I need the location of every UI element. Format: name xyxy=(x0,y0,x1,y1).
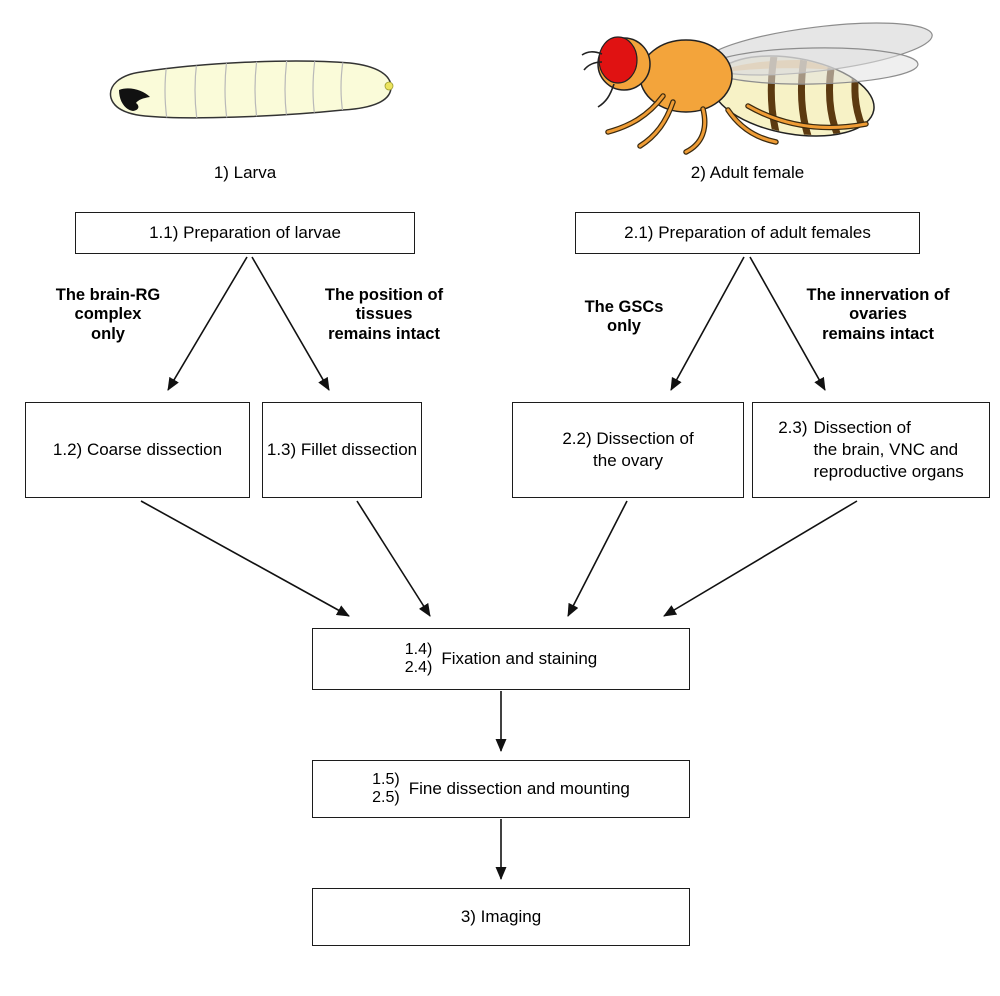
step-2-3-number: 2.3) xyxy=(778,417,808,437)
note-position-of-tissues-intact: The position of tissues remains intact xyxy=(324,286,444,343)
fixation-content: 1.4) 2.4) Fixation and staining xyxy=(405,641,598,677)
step-coarse-dissection: 1.2) Coarse dissection xyxy=(25,402,250,498)
step-preparation-of-larvae: 1.1) Preparation of larvae xyxy=(75,212,415,254)
note-brain-rg-complex-only: The brain-RG complex only xyxy=(55,286,161,343)
step-imaging: 3) Imaging xyxy=(312,888,690,946)
note-gscs-only: The GSCs only xyxy=(584,298,664,336)
note-innervation-of-ovaries-intact: The innervation of ovaries remains intac… xyxy=(806,286,950,343)
fixation-step-numbers: 1.4) 2.4) xyxy=(404,641,433,676)
adult-female-fly-illustration xyxy=(581,22,933,155)
step-fine-dissection-and-mounting: 1.5) 2.5) Fine dissection and mounting xyxy=(312,760,690,818)
adult-female-caption: 2) Adult female xyxy=(690,163,805,182)
larva-caption: 1) Larva xyxy=(213,163,277,182)
fine-dissection-step-numbers: 1.5) 2.5) xyxy=(372,771,400,806)
step-2-3-content: 2.3) Dissection of the brain, VNC and re… xyxy=(778,417,964,483)
fine-dissection-content: 1.5) 2.5) Fine dissection and mounting xyxy=(372,771,630,807)
step-fixation-and-staining: 1.4) 2.4) Fixation and staining xyxy=(312,628,690,690)
step-dissection-of-ovary: 2.2) Dissection of the ovary xyxy=(512,402,744,498)
fine-dissection-label: Fine dissection and mounting xyxy=(408,778,630,798)
step-fillet-dissection: 1.3) Fillet dissection xyxy=(262,402,422,498)
fixation-label: Fixation and staining xyxy=(441,648,598,668)
larva-illustration xyxy=(109,60,394,119)
step-2-3-text: Dissection of the brain, VNC and reprodu… xyxy=(813,417,964,482)
step-dissection-brain-vnc-reproductive: 2.3) Dissection of the brain, VNC and re… xyxy=(752,402,990,498)
step-preparation-of-adult-females: 2.1) Preparation of adult females xyxy=(575,212,920,254)
